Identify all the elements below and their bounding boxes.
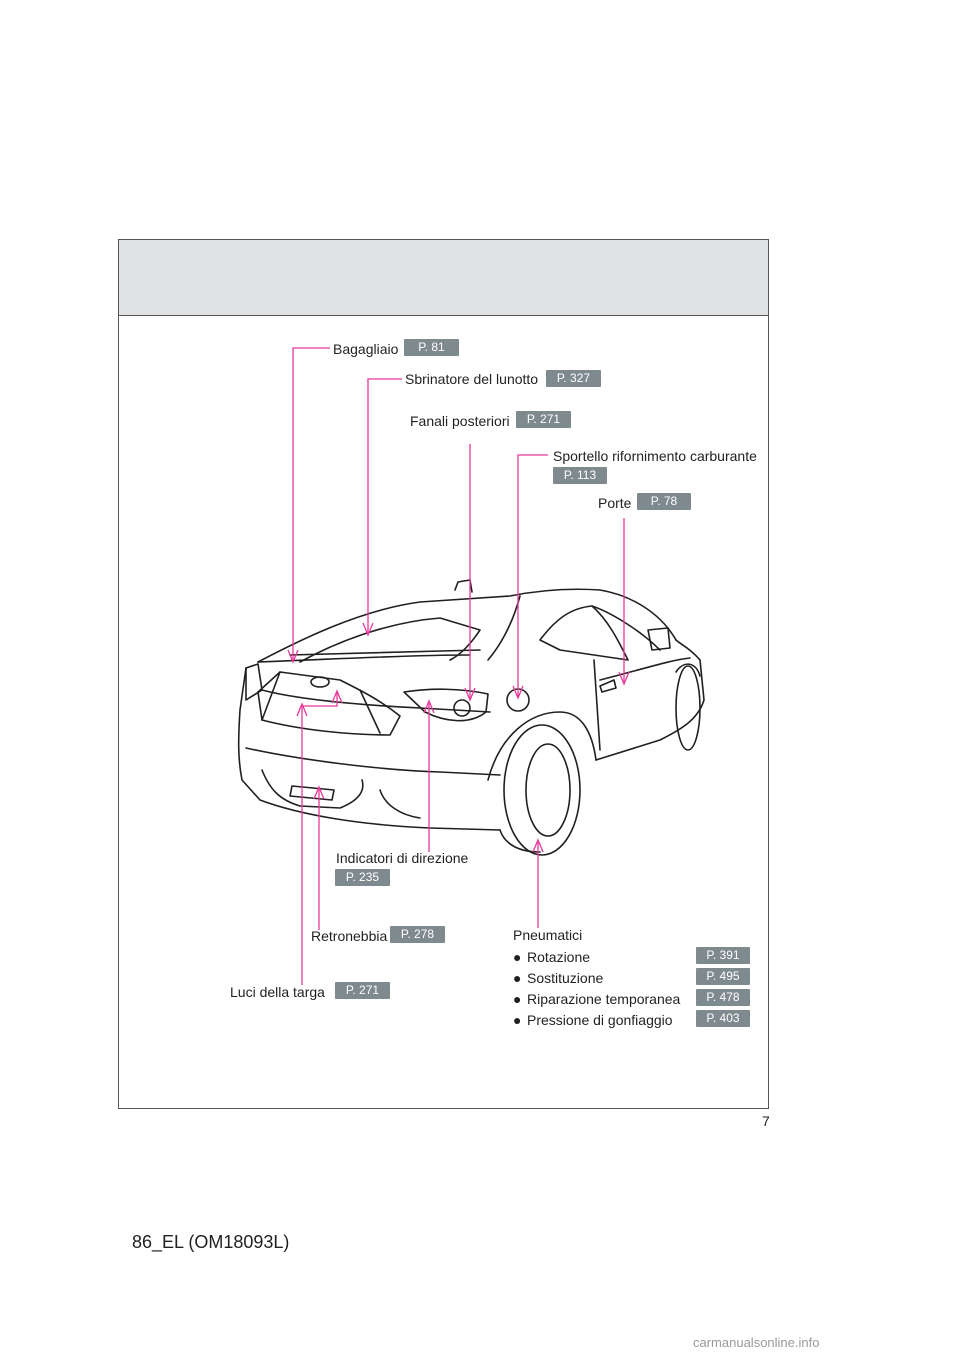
tyre-item-label: Sostituzione xyxy=(527,970,604,986)
label-indicatori-direzione: Indicatori di direzione xyxy=(336,850,469,866)
callout-lines xyxy=(287,347,630,985)
label-luci-targa: Luci della targa xyxy=(230,984,325,1000)
label-fanali-posteriori: Fanali posteriori xyxy=(410,413,510,429)
bullet-icon: ● xyxy=(513,1012,522,1028)
bullet-icon: ● xyxy=(513,991,522,1007)
page-badge-sostituzione[interactable]: P. 495 xyxy=(696,968,750,985)
page-badge-retronebbia[interactable]: P. 278 xyxy=(390,926,445,943)
tyre-item-label: Riparazione temporanea xyxy=(527,991,681,1007)
bullet-icon: ● xyxy=(513,970,522,986)
header-band xyxy=(119,240,768,316)
page-badge-sbrinatore[interactable]: P. 327 xyxy=(546,370,601,387)
label-porte: Porte xyxy=(598,495,632,511)
label-retronebbia: Retronebbia xyxy=(311,928,388,944)
page-badge-riparazione[interactable]: P. 478 xyxy=(696,989,750,1006)
tyre-item-label: Rotazione xyxy=(527,949,591,965)
page-number: 7 xyxy=(762,1113,770,1129)
page-badge-bagagliaio[interactable]: P. 81 xyxy=(404,339,459,356)
page-badge-indicatori[interactable]: P. 235 xyxy=(335,869,390,886)
page-badge-porte[interactable]: P. 78 xyxy=(637,493,691,510)
page-badge-rotazione[interactable]: P. 391 xyxy=(696,947,750,964)
label-pneumatici: Pneumatici xyxy=(513,927,583,943)
watermark: carmanualsonline.info xyxy=(693,1335,820,1350)
page-badge-fanali[interactable]: P. 271 xyxy=(516,411,571,428)
label-sportello-carburante: Sportello rifornimento carburante xyxy=(553,448,757,464)
content-frame xyxy=(118,239,769,1109)
bullet-icon: ● xyxy=(513,949,522,965)
page-badge-pressione[interactable]: P. 403 xyxy=(696,1010,750,1027)
tyre-item-label: Pressione di gonfiaggio xyxy=(527,1012,673,1028)
label-sbrinatore: Sbrinatore del lunotto xyxy=(405,371,539,387)
footer-code: 86_EL (OM18093L) xyxy=(132,1232,290,1252)
page-badge-sportello[interactable]: P. 113 xyxy=(553,467,607,484)
label-bagagliaio: Bagagliaio xyxy=(333,341,399,357)
page-badge-luci-targa[interactable]: P. 271 xyxy=(335,982,390,999)
car-outline xyxy=(237,579,705,856)
